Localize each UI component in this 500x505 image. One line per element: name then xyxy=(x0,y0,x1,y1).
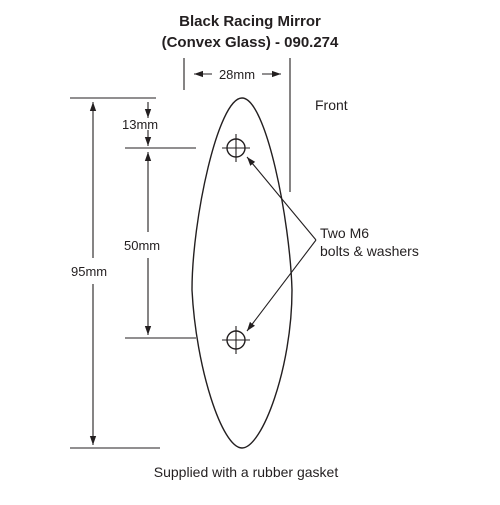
mirror-outline xyxy=(191,97,293,449)
hole-spacing-label: 50mm xyxy=(124,238,160,253)
overall-height-label: 95mm xyxy=(71,264,107,279)
front-label: Front xyxy=(315,97,348,113)
bolts-label-line1: Two M6 xyxy=(320,225,369,241)
width-dimension-label: 28mm xyxy=(219,67,255,82)
upper-bolt-hole-icon xyxy=(222,134,250,162)
bolts-label-line2: bolts & washers xyxy=(320,243,419,259)
upper-bolt-leader-arrow xyxy=(246,156,317,241)
diagram-title-line2: (Convex Glass) - 090.274 xyxy=(162,34,339,51)
top-offset-label: 13mm xyxy=(122,117,158,132)
diagram-title-line1: Black Racing Mirror xyxy=(179,13,321,30)
lower-bolt-hole-icon xyxy=(222,326,250,354)
lower-bolt-leader-arrow xyxy=(246,239,317,332)
footer-note: Supplied with a rubber gasket xyxy=(154,464,339,480)
